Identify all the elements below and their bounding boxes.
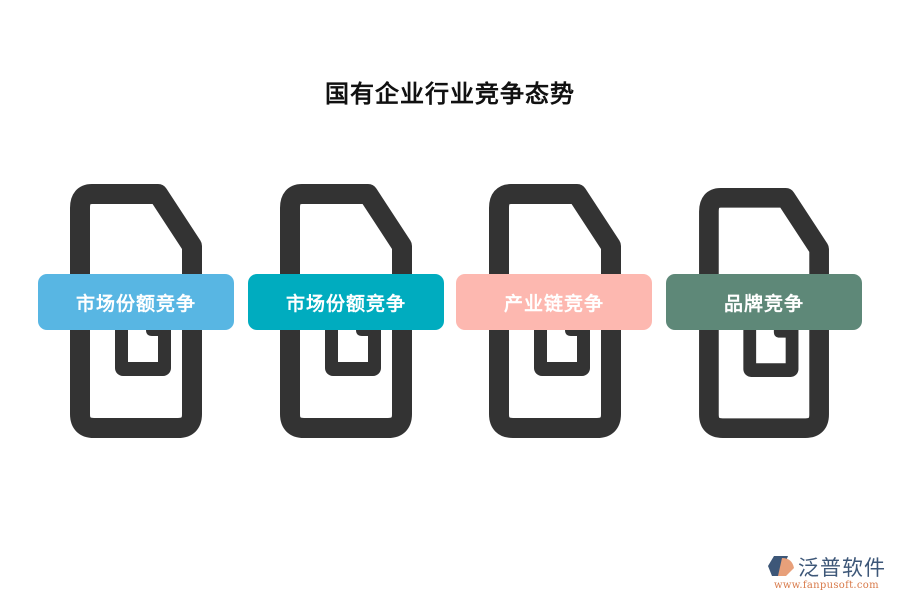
brand-logo: 泛普软件 www.fanpusoft.com	[768, 552, 894, 596]
item-label: 产业链竞争	[456, 274, 652, 330]
item-market-share-1: 市场份额竞争	[38, 184, 234, 440]
item-label: 市场份额竞争	[38, 274, 234, 330]
item-label: 市场份额竞争	[248, 274, 444, 330]
item-label: 品牌竞争	[666, 274, 862, 330]
item-industry-chain: 产业链竞争	[456, 184, 652, 440]
item-market-share-2: 市场份额竞争	[248, 184, 444, 440]
page-title: 国有企业行业竞争态势	[325, 80, 575, 108]
logo-url: www.fanpusoft.com	[774, 580, 879, 591]
logo-mark-icon	[768, 556, 794, 576]
logo-name: 泛普软件	[798, 556, 886, 580]
item-brand: 品牌竞争	[666, 188, 862, 444]
